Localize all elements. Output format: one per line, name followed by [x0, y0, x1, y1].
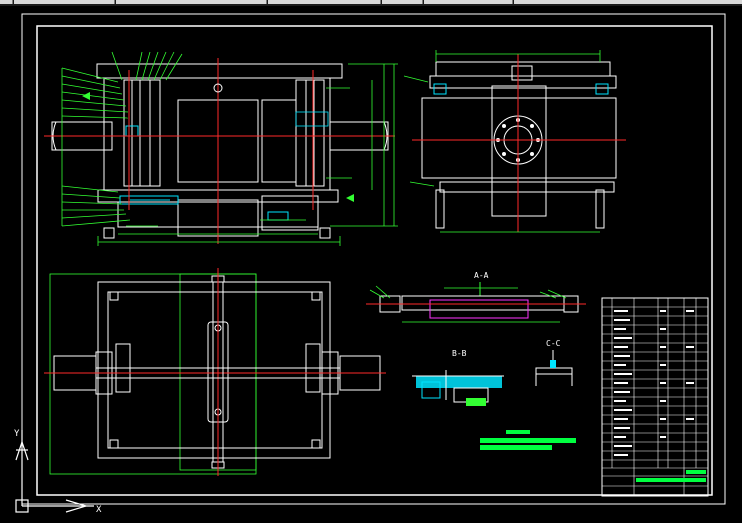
tab-4[interactable] [268, 0, 381, 4]
tab-5[interactable] [382, 0, 423, 4]
front-cyan-bearing [119, 195, 179, 205]
section-b-label: B-B [452, 349, 467, 358]
front-right-stack [295, 79, 325, 187]
tab-3[interactable] [116, 0, 267, 4]
tab-1[interactable] [0, 0, 13, 4]
title-block[interactable] [601, 297, 709, 497]
section-c-view[interactable]: C-C [535, 339, 573, 386]
side-dimensions [403, 50, 601, 233]
top-view-frame-left [49, 273, 257, 475]
section-c-part [535, 367, 573, 375]
window-tab-strip [0, 0, 742, 6]
section-b-part [416, 376, 502, 388]
title-block-name-fill [686, 470, 706, 474]
front-leader-lines-top [111, 51, 183, 81]
tab-2[interactable] [14, 0, 115, 4]
ucs-y-label: Y [14, 429, 20, 439]
section-a-label: A-A [474, 271, 489, 280]
side-body [421, 97, 617, 179]
front-top-plate [96, 63, 343, 79]
section-a-body [401, 295, 565, 311]
section-c-label: C-C [546, 339, 561, 348]
ucs-icon [15, 430, 94, 513]
section-b-view[interactable]: B-B [412, 349, 504, 406]
front-view[interactable] [44, 51, 398, 246]
cad-drawing-canvas[interactable]: A-A B-B C-C [0, 6, 742, 523]
side-view[interactable] [403, 50, 626, 233]
front-dimensions [97, 63, 398, 246]
tab-7[interactable] [514, 0, 742, 4]
parts-list-grid [602, 298, 708, 496]
section-a-highlight [429, 299, 529, 319]
section-a-view[interactable]: A-A [366, 271, 586, 323]
sheet-outer-border [21, 13, 726, 505]
top-view[interactable] [44, 268, 386, 476]
technical-notes [480, 430, 576, 450]
ucs-x-label: X [96, 505, 102, 515]
tab-6[interactable] [424, 0, 513, 4]
front-leader-lines-left [61, 67, 131, 227]
sheet-inner-border [36, 25, 713, 496]
side-center-column [491, 85, 547, 217]
front-inner-block [261, 99, 297, 183]
side-top-plate [435, 61, 611, 77]
parts-list-entries [614, 310, 694, 456]
top-plate [97, 281, 331, 459]
